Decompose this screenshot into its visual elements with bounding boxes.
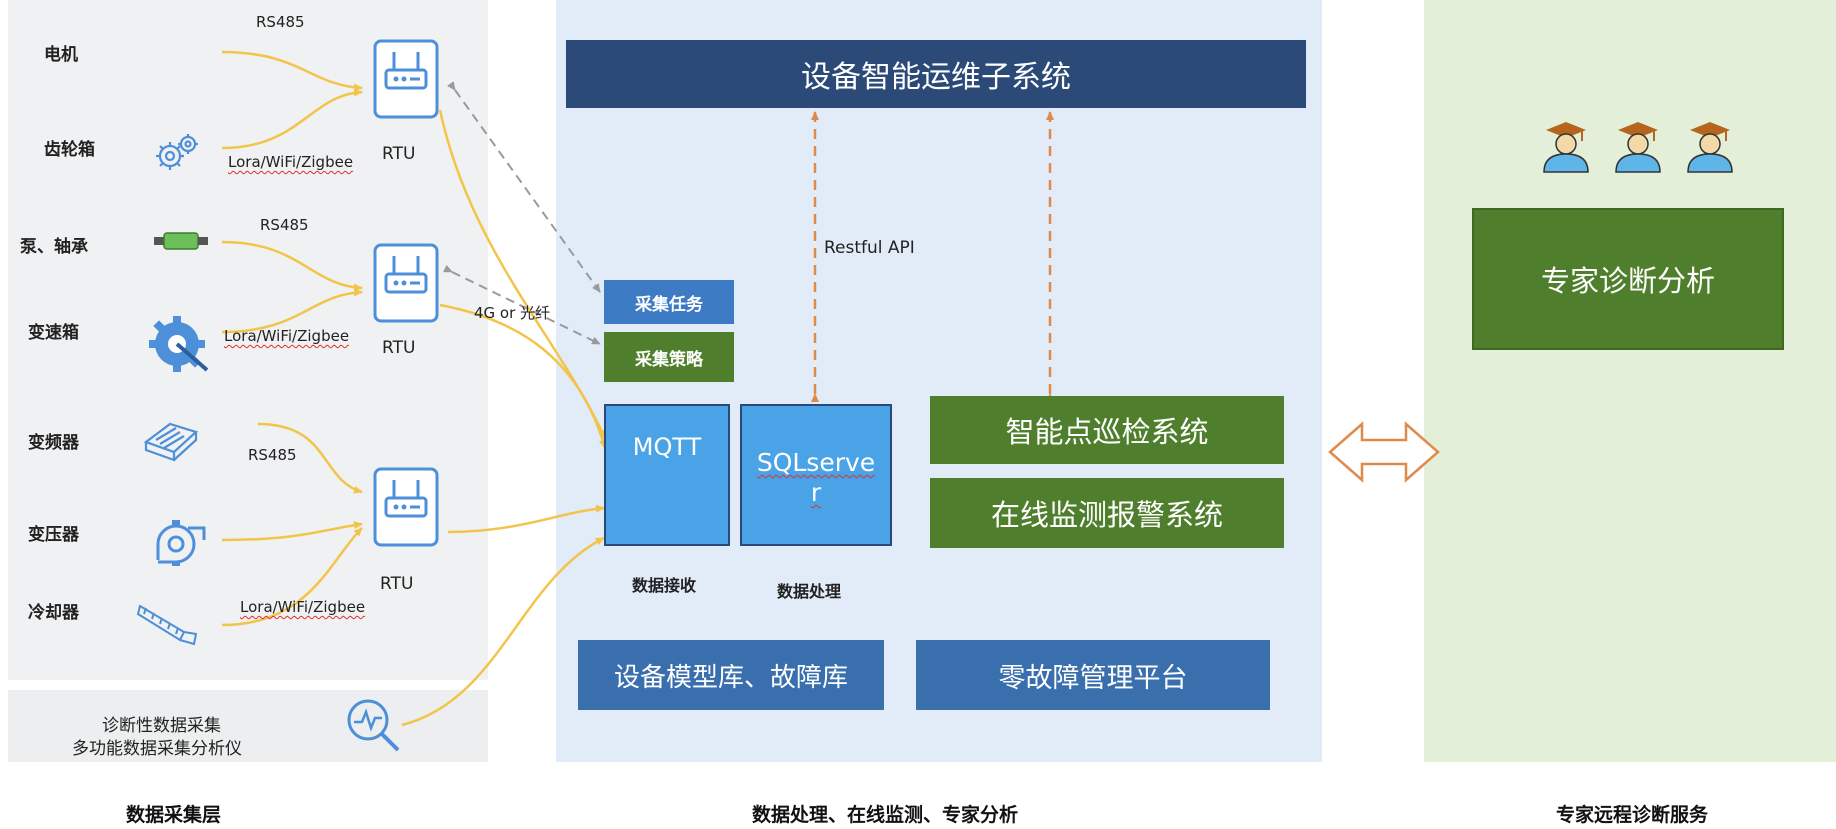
protocol-lora-2: Lora/WiFi/Zigbee — [224, 327, 350, 345]
protocol-lora-1: Lora/WiFi/Zigbee — [228, 153, 354, 171]
protocol-rs485-1: RS485 — [256, 13, 305, 31]
line-rtu3-mqtt — [447, 504, 605, 534]
protocol-rs485-3: RS485 — [248, 446, 297, 464]
rtu-router-icon — [373, 467, 439, 547]
device-vfd-label: 变频器 — [28, 433, 79, 453]
expert-diagnosis-box: 专家诊断分析 — [1472, 208, 1784, 350]
collection-task-label: 采集任务 — [635, 294, 703, 315]
line-transformer-rtu3 — [221, 521, 363, 542]
dashed-rtu2-strategy — [443, 264, 601, 345]
footer-data-collection-layer: 数据采集层 — [126, 804, 222, 826]
rtu-label-2: RTU — [382, 338, 416, 358]
frequency-converter-icon — [143, 422, 199, 462]
line-pump-rtu2 — [221, 240, 363, 292]
zero-fault-platform-box: 零故障管理平台 — [916, 640, 1270, 710]
rtu-label-1: RTU — [382, 144, 416, 164]
rtu-router-icon — [373, 39, 439, 119]
footer-expert-service: 专家远程诊断服务 — [1556, 804, 1709, 826]
model-fault-library-box: 设备模型库、故障库 — [578, 640, 884, 710]
expert-avatar-icon — [1543, 122, 1589, 173]
bidirectional-arrow — [1328, 421, 1440, 483]
sqlserver-label-line2: r — [810, 478, 822, 507]
device-motor-label: 电机 — [44, 45, 78, 65]
mqtt-box: MQTT — [604, 404, 730, 546]
collection-strategy-label: 采集策略 — [635, 349, 703, 370]
line-gearbox-rtu1 — [221, 88, 363, 150]
rtu-router-icon — [373, 243, 439, 323]
inspection-system-box: 智能点巡检系统 — [930, 396, 1284, 464]
top-system-label: 设备智能运维子系统 — [801, 60, 1071, 95]
inspection-system-label: 智能点巡检系统 — [1005, 415, 1209, 449]
dashed-rtu1-task — [447, 81, 601, 293]
line-rtu1-mqtt — [438, 109, 607, 439]
rtu-label-3: RTU — [380, 574, 414, 594]
analyzer-search-icon — [347, 699, 400, 752]
mqtt-label: MQTT — [632, 433, 702, 461]
transformer-pump-icon — [156, 520, 206, 566]
gear-icon — [156, 134, 198, 170]
data-process-label: 数据处理 — [777, 582, 842, 601]
line-vfd-rtu3 — [257, 422, 363, 494]
expert-avatar-icon — [1687, 122, 1733, 173]
device-cooler-label: 冷却器 — [28, 603, 79, 623]
device-transformer-label: 变压器 — [28, 525, 79, 545]
restful-api-label: Restful API — [824, 238, 915, 258]
data-receive-label: 数据接收 — [632, 576, 697, 595]
diagnostic-line-1: 诊断性数据采集 — [102, 716, 221, 736]
cooler-icon — [136, 604, 198, 646]
link-4g-fiber-label: 4G or 光纤 — [474, 304, 551, 322]
bearing-roller-icon — [154, 232, 208, 250]
line-cooler-rtu3 — [221, 527, 363, 627]
collection-strategy-box: 采集策略 — [604, 332, 734, 382]
line-analyzer-mqtt — [401, 536, 605, 727]
diagnostic-line-2: 多功能数据采集分析仪 — [72, 739, 242, 759]
left-diagnostic-panel — [8, 690, 488, 762]
monitoring-alarm-box: 在线监测报警系统 — [930, 478, 1284, 548]
line-rtu2-mqtt — [439, 303, 607, 449]
line-gearbox2-rtu2 — [221, 288, 363, 334]
speed-gearbox-icon — [149, 316, 209, 372]
expert-avatar-icon — [1615, 122, 1661, 173]
protocol-lora-3: Lora/WiFi/Zigbee — [240, 598, 366, 616]
protocol-rs485-2: RS485 — [260, 216, 309, 234]
device-pump-bearing-label: 泵、轴承 — [20, 237, 88, 257]
model-fault-library-label: 设备模型库、故障库 — [613, 662, 848, 693]
footer-processing-layer: 数据处理、在线监测、专家分析 — [752, 804, 1019, 826]
sqlserver-box: SQLserve r — [740, 404, 892, 546]
monitoring-alarm-label: 在线监测报警系统 — [990, 498, 1223, 532]
line-motor-rtu1 — [221, 50, 363, 92]
device-gearbox-label: 齿轮箱 — [44, 140, 95, 160]
top-system-box: 设备智能运维子系统 — [566, 40, 1306, 108]
zero-fault-platform-label: 零故障管理平台 — [998, 662, 1188, 694]
collection-task-box: 采集任务 — [604, 280, 734, 324]
device-speed-gearbox-label: 变速箱 — [28, 323, 79, 343]
sqlserver-label-line1: SQLserve — [756, 448, 876, 477]
expert-diagnosis-label: 专家诊断分析 — [1540, 264, 1715, 298]
